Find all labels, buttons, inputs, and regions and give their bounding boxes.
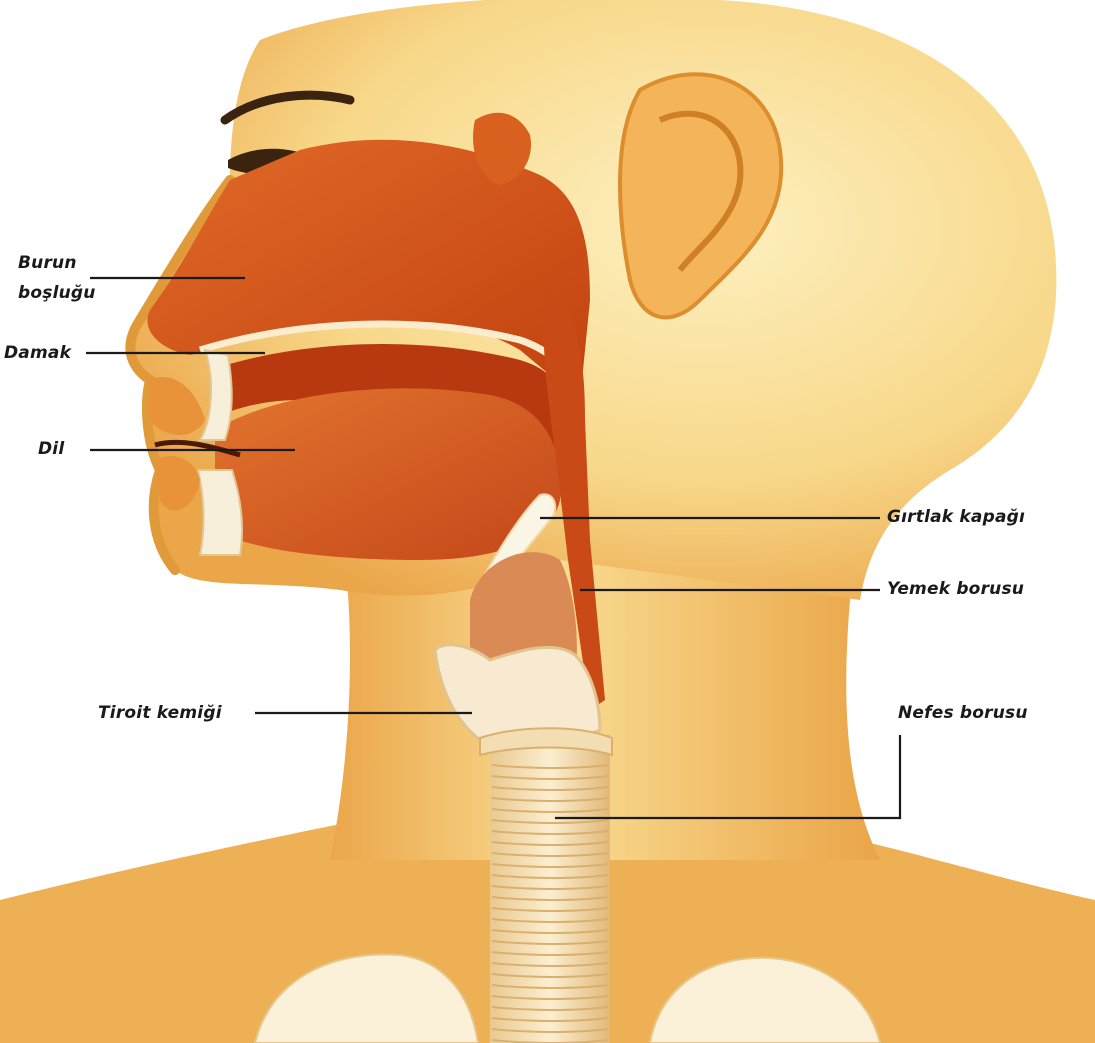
label-nefes-borusu: Nefes borusu — [898, 702, 1028, 724]
label-dil: Dil — [38, 438, 64, 460]
label-girtlak-kapagi: Gırtlak kapağı — [887, 506, 1025, 528]
label-burun-line2: boşluğu — [18, 282, 96, 304]
label-burun-line1: Burun — [18, 252, 77, 274]
label-damak: Damak — [4, 342, 71, 364]
lower-teeth — [198, 470, 242, 555]
label-tiroit-kemigi: Tiroit kemiği — [98, 702, 222, 724]
label-yemek-borusu: Yemek borusu — [887, 578, 1024, 600]
